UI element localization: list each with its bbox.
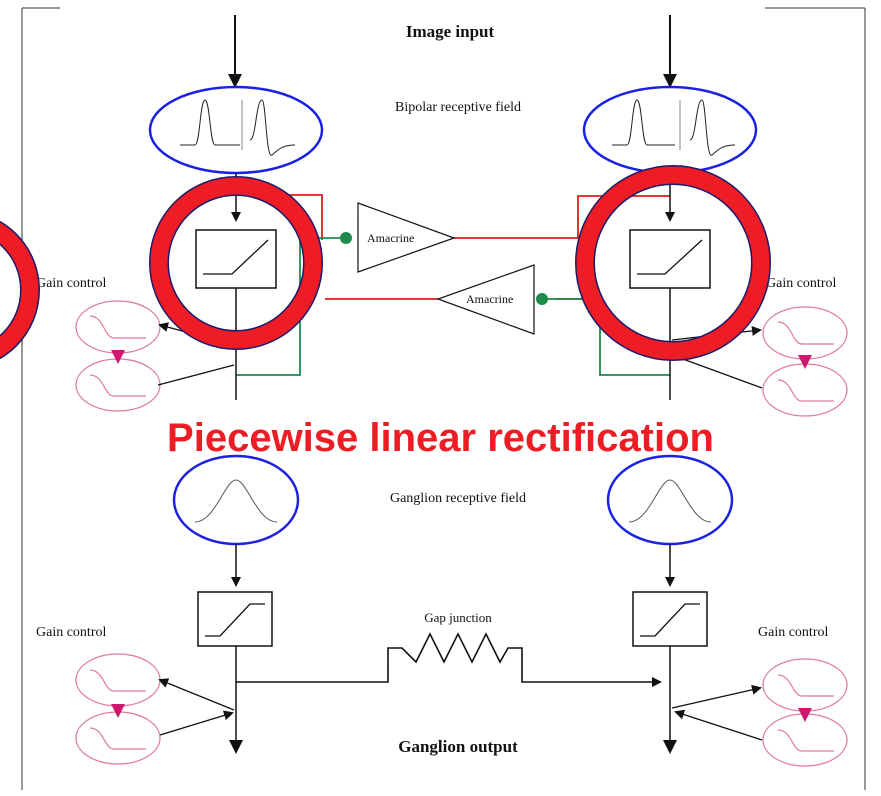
ganglion-rectifier-right — [632, 544, 708, 754]
biphasic-waveform-icon — [180, 99, 296, 156]
gain-arrow — [111, 350, 125, 364]
gaussian-curve-icon — [194, 479, 278, 523]
amacrine-label-top: Amacrine — [367, 231, 414, 245]
bipolar-rf-left — [148, 85, 324, 175]
bipolar-rf-label: Bipolar receptive field — [395, 100, 521, 115]
decay-curve-icon — [777, 321, 834, 345]
gain-arrow — [111, 704, 125, 718]
decay-curve-icon — [89, 727, 146, 750]
decay-curve-icon — [777, 379, 834, 402]
amacrine-label-bottom: Amacrine — [466, 292, 513, 306]
gaussian-curve-icon — [628, 479, 712, 523]
ganglion-output-label: Ganglion output — [398, 737, 518, 756]
gain-arrow — [798, 355, 812, 369]
bipolar-rectifier-right — [629, 173, 711, 400]
sigmoid-rectifier-icon — [640, 603, 700, 637]
sigmoid-rectifier-icon — [203, 239, 269, 275]
ganglion-rectifier-left — [197, 544, 273, 754]
gain-control-label-top-right: Gain control — [766, 276, 836, 291]
gain-control-bottom-left — [75, 653, 235, 765]
decay-curve-icon — [777, 729, 834, 752]
sigmoid-rectifier-icon — [637, 239, 703, 275]
bipolar-rectifier-left — [195, 173, 277, 400]
ganglion-rf-right — [606, 454, 734, 546]
gain-control-bottom-right — [671, 658, 848, 767]
gain-control-top-left — [75, 300, 235, 412]
gain-arrow — [798, 708, 812, 722]
amacrine-top: Amacrine — [340, 202, 456, 273]
rectification-headline: Piecewise linear rectification — [167, 416, 714, 460]
biphasic-waveform-icon — [612, 99, 736, 156]
amacrine-bottom: Amacrine — [436, 264, 548, 335]
decay-curve-icon — [777, 674, 834, 697]
bipolar-rf-right — [582, 85, 758, 175]
gain-control-top-right — [671, 306, 848, 417]
gap-junction — [236, 632, 662, 687]
gap-junction-label: Gap junction — [424, 610, 492, 625]
decay-curve-icon — [89, 374, 146, 397]
sigmoid-rectifier-icon — [205, 603, 265, 637]
ganglion-rf-label: Ganglion receptive field — [390, 491, 526, 506]
gain-control-label-top-left: Gain control — [36, 276, 106, 291]
synapse-dot — [340, 232, 352, 244]
highlight-rings — [0, 165, 771, 361]
image-input-label: Image input — [406, 22, 495, 41]
gain-control-label-bottom-right: Gain control — [758, 625, 828, 640]
decay-curve-icon — [89, 669, 146, 692]
decay-curve-icon — [89, 315, 146, 339]
ganglion-rf-left — [172, 454, 300, 546]
gain-control-label-bottom-left: Gain control — [36, 625, 106, 640]
frame — [21, 7, 866, 790]
synapse-dot — [536, 293, 548, 305]
